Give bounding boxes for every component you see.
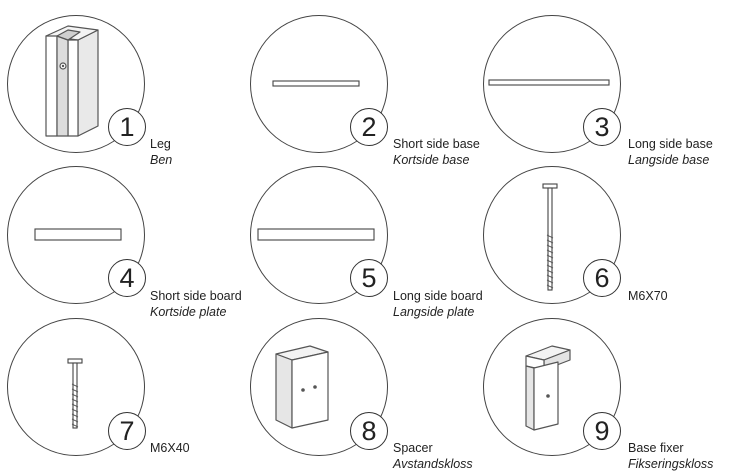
part-alt-name: Kortside base <box>393 153 470 167</box>
part-alt-name: Langside base <box>628 153 710 167</box>
part-name: Base fixer <box>628 441 684 455</box>
part-alt-name: Fikseringskloss <box>628 457 714 471</box>
part-number-badge: 5 <box>350 259 388 297</box>
part-number-badge: 9 <box>583 412 621 450</box>
part-number-badge: 3 <box>583 108 621 146</box>
part-name: Short side board <box>150 289 242 303</box>
bolt-m6x70-icon <box>542 183 558 291</box>
part-name: Long side base <box>628 137 713 151</box>
bolt-m6x40-icon <box>67 358 83 429</box>
part-number-badge: 2 <box>350 108 388 146</box>
part-name: Spacer <box>393 441 433 455</box>
part-name: Long side board <box>393 289 483 303</box>
part-alt-name: Langside plate <box>393 305 475 319</box>
part-number-badge: 6 <box>583 259 621 297</box>
part-name: Leg <box>150 137 171 151</box>
part-number-badge: 8 <box>350 412 388 450</box>
spacer-block-icon <box>275 345 329 429</box>
short-side-base-icon <box>272 80 360 87</box>
base-fixer-icon <box>525 345 571 431</box>
long-side-base-icon <box>488 79 610 86</box>
part-alt-name: Avstandskloss <box>393 457 473 471</box>
short-side-board-icon <box>34 228 122 241</box>
long-side-board-icon <box>257 228 375 241</box>
part-number-badge: 1 <box>108 108 146 146</box>
part-alt-name: Ben <box>150 153 173 167</box>
part-number-badge: 7 <box>108 412 146 450</box>
part-name: M6X70 <box>628 289 668 303</box>
part-name: M6X40 <box>150 441 190 455</box>
leg-icon <box>45 25 99 137</box>
part-number-badge: 4 <box>108 259 146 297</box>
part-name: Short side base <box>393 137 480 151</box>
part-alt-name: Kortside plate <box>150 305 227 319</box>
